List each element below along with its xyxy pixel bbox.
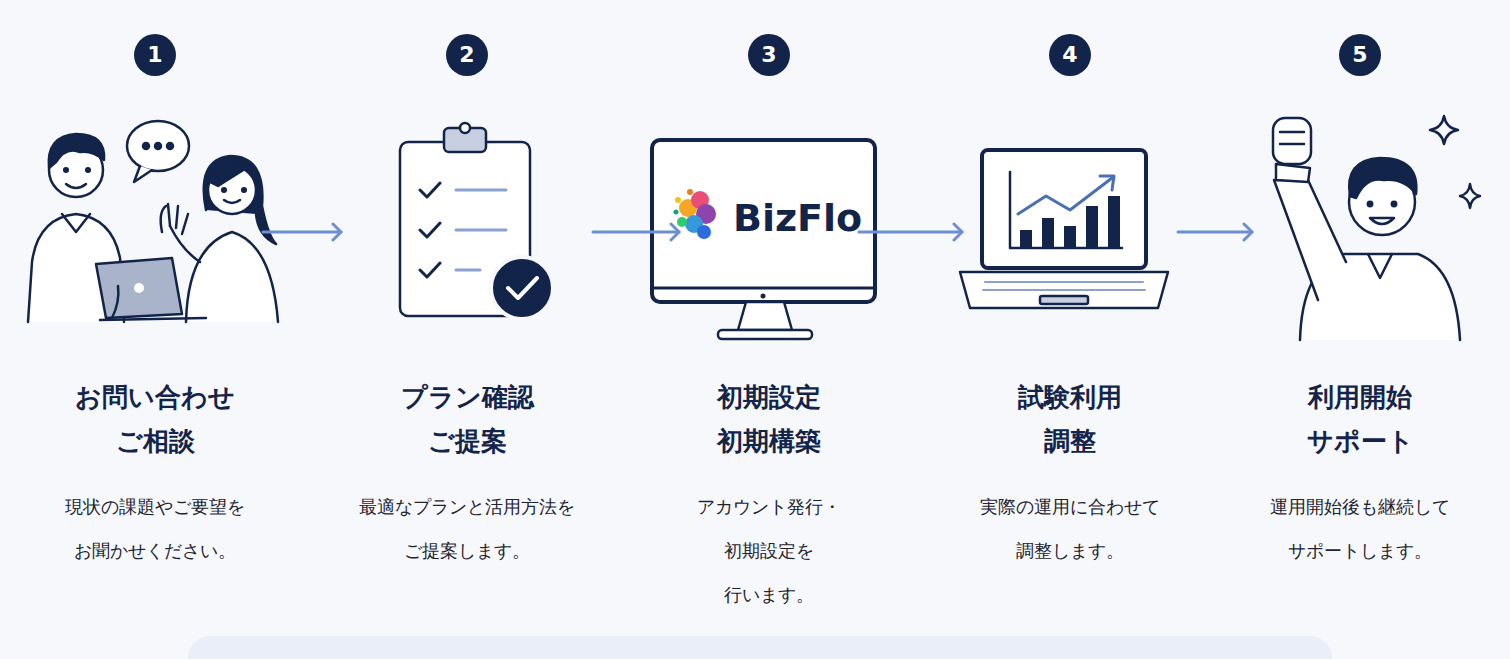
step-column: 初期設定 初期構築アカウント発行・初期設定を 行います。3 xyxy=(685,30,853,570)
step-title: お問い合わせ ご相談 xyxy=(75,375,235,463)
step-number: 5 xyxy=(1339,34,1381,76)
step-description: アカウント発行・初期設定を 行います。 xyxy=(697,485,841,617)
step-number-circle: 5 xyxy=(1339,34,1381,76)
cheering-person-illustration xyxy=(1273,116,1480,340)
monitor-illustration xyxy=(652,140,875,339)
step-number-circle: 4 xyxy=(1049,34,1091,76)
step-title: 初期設定 初期構築 xyxy=(717,375,821,463)
step-number: 4 xyxy=(1049,34,1091,76)
bottom-panel xyxy=(188,636,1332,659)
flow-arrow xyxy=(1178,231,1252,234)
step-description: 運用開始後も継続して サポートします。 xyxy=(1270,485,1450,573)
step-description: 実際の運用に合わせて 調整します。 xyxy=(980,485,1160,573)
flow-arrow xyxy=(263,231,341,234)
step-title: プラン確認 ご提案 xyxy=(401,375,534,463)
clipboard-illustration xyxy=(400,123,553,319)
step-number: 3 xyxy=(748,34,790,76)
step-title: 試験利用 調整 xyxy=(1018,375,1122,463)
laptop-chart-illustration xyxy=(960,150,1168,308)
step-number-circle: 1 xyxy=(134,34,176,76)
step-number-circle: 2 xyxy=(446,34,488,76)
consultation-illustration xyxy=(28,121,278,322)
step-description: 最適なプランと活用方法を ご提案します。 xyxy=(359,485,575,573)
step-column: お問い合わせ ご相談現状の課題やご要望を お聞かせください。 1 xyxy=(53,30,257,570)
step-title: 利用開始 サポート xyxy=(1307,375,1414,463)
step-column: 試験利用 調整実際の運用に合わせて 調整します。 4 xyxy=(968,30,1172,570)
step-number: 1 xyxy=(134,34,176,76)
step-number: 2 xyxy=(446,34,488,76)
brand-name: BizFlo xyxy=(733,196,862,240)
flow-arrow xyxy=(593,231,679,234)
step-description: 現状の課題やご要望を お聞かせください。 xyxy=(65,485,245,573)
step-column: 利用開始 サポート運用開始後も継続して サポートします。 5 xyxy=(1258,30,1462,570)
step-number-circle: 3 xyxy=(748,34,790,76)
step-column: プラン確認 ご提案最適なプランと活用方法を ご提案します。 2 xyxy=(347,30,587,570)
flow-arrow xyxy=(859,231,962,234)
